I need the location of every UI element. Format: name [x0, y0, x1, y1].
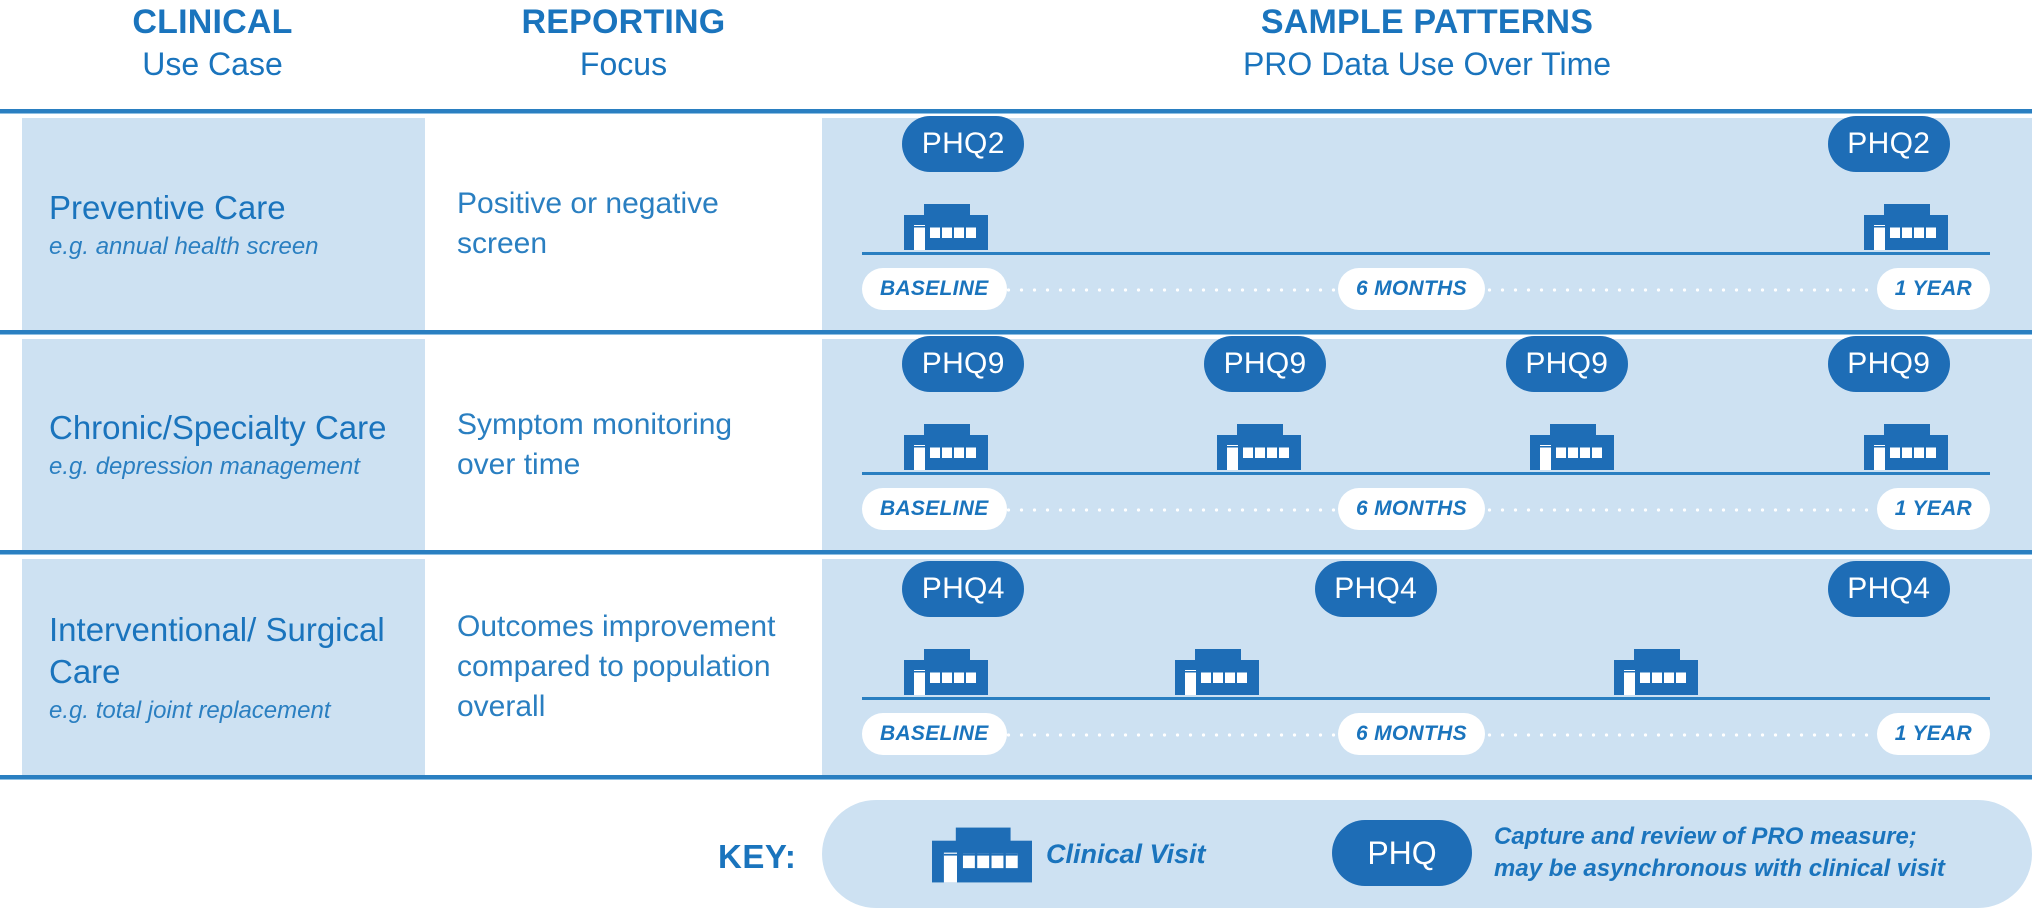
use-case-title: Preventive Care: [49, 188, 286, 226]
timeline-tick-6-months: 6 MONTHS: [1338, 713, 1485, 755]
row-divider-1: [0, 109, 2032, 114]
clinic-building-icon: [903, 646, 988, 698]
pro-measure-pill: PHQ4: [1314, 561, 1437, 617]
pro-measure-pill: PHQ4: [1827, 561, 1950, 617]
header-subtitle-clinical: Use Case: [142, 46, 283, 82]
row-divider-4: [0, 775, 2032, 780]
reporting-focus-cell: Outcomes improvement compared to populat…: [425, 559, 822, 775]
timeline-scale: BASELINE 6 MONTHS 1 YEAR: [822, 268, 2032, 310]
timeline-tick-baseline: BASELINE: [862, 713, 1007, 755]
row-divider-2: [0, 330, 2032, 335]
header-column-clinical: CLINICAL Use Case: [0, 2, 425, 84]
timeline-tick-1-year: 1 YEAR: [1876, 268, 1990, 310]
use-case-example: e.g. depression management: [49, 453, 360, 480]
clinic-building-icon: [903, 421, 988, 473]
timeline-axis-line: [862, 252, 1990, 255]
use-case-cell: Chronic/Specialty Care e.g. depression ma…: [22, 339, 425, 550]
use-case-example: e.g. annual health screen: [49, 232, 319, 260]
use-case-row: Chronic/Specialty Care e.g. depression ma…: [0, 336, 2032, 550]
pro-measure-pill: PHQ2: [1827, 116, 1950, 172]
header-column-reporting: REPORTING Focus: [425, 2, 822, 84]
header: CLINICAL Use Case REPORTING Focus SAMPLE…: [0, 0, 2032, 105]
clinic-building-icon: [1175, 646, 1260, 698]
timeline-axis-line: [862, 697, 1990, 700]
timeline-tick-6-months: 6 MONTHS: [1338, 268, 1485, 310]
reporting-focus-text: Outcomes improvement compared to populat…: [457, 610, 776, 723]
clinic-building-icon: [903, 201, 988, 253]
clinic-building-icon: [1613, 646, 1698, 698]
pro-measure-pill: PHQ4: [902, 561, 1025, 617]
clinic-building-icon: [1864, 201, 1949, 253]
key-clinical-visit-label: Clinical Visit: [1046, 838, 1206, 869]
key-panel: Clinical Visit PHQ Capture and review of…: [822, 800, 2032, 908]
reporting-focus-text: Symptom monitoring over time: [457, 407, 733, 481]
timeline-scale: BASELINE 6 MONTHS 1 YEAR: [822, 713, 2032, 755]
pro-measure-pill: PHQ9: [1204, 336, 1327, 392]
header-subtitle-sample-patterns: PRO Data Use Over Time: [1242, 46, 1612, 82]
use-case-row: Interventional/ Surgical Care e.g. total …: [0, 559, 2032, 775]
row-divider-3: [0, 550, 2032, 555]
key-item-clinical-visit: Clinical Visit: [932, 824, 1206, 884]
reporting-focus-text: Positive or negative screen: [457, 187, 719, 260]
clinic-building-icon: [1216, 421, 1301, 473]
timeline-tick-1-year: 1 YEAR: [1876, 713, 1990, 755]
reporting-focus-cell: Symptom monitoring over time: [425, 339, 822, 550]
key-phq-description: Capture and review of PRO measure; may b…: [1494, 821, 1945, 885]
header-title-sample-patterns: SAMPLE PATTERNS: [1260, 3, 1594, 41]
use-case-row: Preventive Care e.g. annual health screen…: [0, 116, 2032, 330]
timeline-tick-6-months: 6 MONTHS: [1338, 488, 1485, 530]
timeline-tick-1-year: 1 YEAR: [1876, 488, 1990, 530]
clinic-building-icon: [1864, 421, 1949, 473]
key-phq-description-line1: Capture and review of PRO measure;: [1494, 823, 1917, 850]
timeline-tick-baseline: BASELINE: [862, 268, 1007, 310]
use-case-cell: Interventional/ Surgical Care e.g. total …: [22, 559, 425, 775]
pro-measure-pill: PHQ9: [1827, 336, 1950, 392]
key-item-phq: PHQ Capture and review of PRO measure; m…: [1332, 820, 1945, 886]
use-case-cell: Preventive Care e.g. annual health screen: [22, 118, 425, 330]
timeline-scale: BASELINE 6 MONTHS 1 YEAR: [822, 488, 2032, 530]
header-subtitle-reporting: Focus: [579, 46, 668, 82]
key-phq-description-line2: may be asynchronous with clinical visit: [1494, 855, 1945, 882]
header-title-reporting: REPORTING: [521, 3, 726, 41]
key-label: KEY:: [718, 838, 797, 875]
clinic-building-icon: [1530, 421, 1615, 473]
reporting-focus-cell: Positive or negative screen: [425, 118, 822, 330]
pro-measure-pill: PHQ2: [902, 116, 1025, 172]
header-column-sample-patterns: SAMPLE PATTERNS PRO Data Use Over Time: [822, 2, 2032, 84]
key-section: KEY: Clinical Visit PHQ Capture and revi…: [0, 800, 2032, 910]
timeline-tick-baseline: BASELINE: [862, 488, 1007, 530]
use-case-title: Chronic/Specialty Care: [49, 409, 387, 446]
timeline-axis-line: [862, 472, 1990, 475]
pro-measure-pill: PHQ9: [902, 336, 1025, 392]
pro-measure-pill: PHQ9: [1505, 336, 1628, 392]
use-case-example: e.g. total joint replacement: [49, 696, 331, 724]
use-case-title: Interventional/ Surgical Care: [49, 610, 385, 690]
clinic-building-icon: [932, 824, 1032, 884]
header-title-clinical: CLINICAL: [132, 3, 293, 41]
key-phq-pill: PHQ: [1332, 820, 1472, 886]
